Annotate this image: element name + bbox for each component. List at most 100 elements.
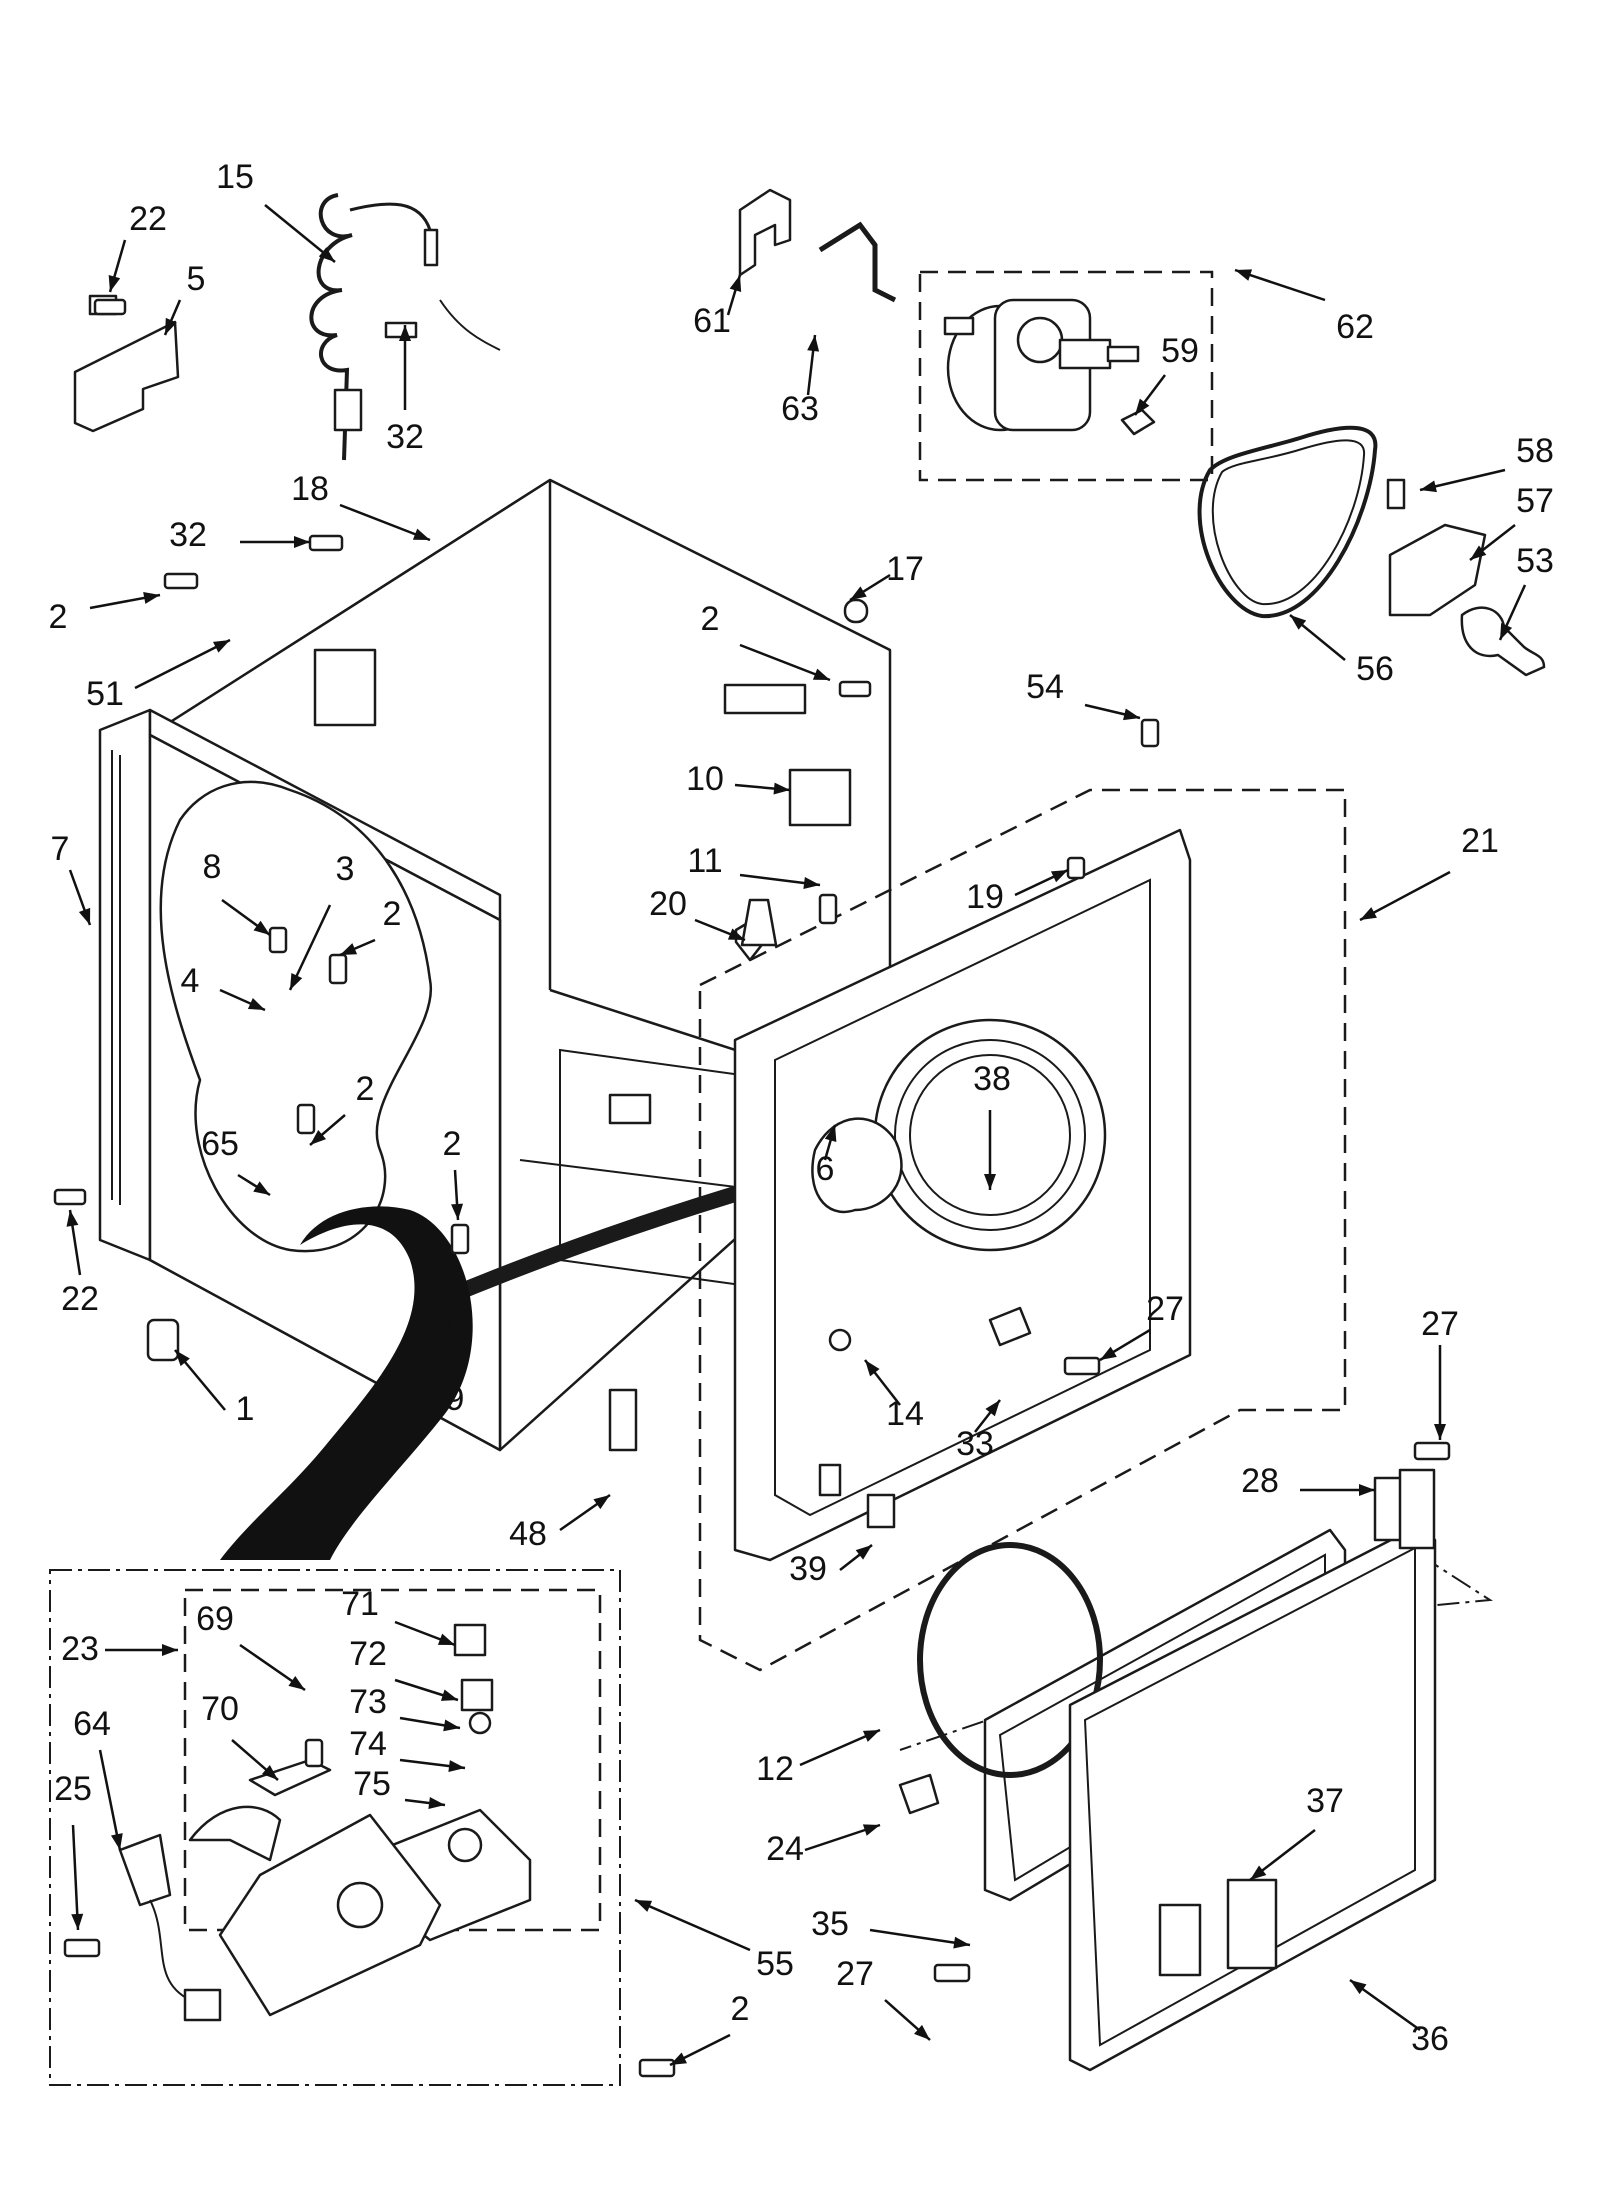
screw-hardware-group [53, 298, 1451, 2078]
callout-label-19: 19 [966, 878, 1004, 916]
leader-arrowhead-2 [143, 592, 160, 604]
callout-label-62: 62 [1336, 308, 1374, 346]
leader-arrowhead-35 [953, 1936, 970, 1949]
leader-arrowhead-69 [288, 1675, 305, 1690]
leader-arrowhead-53 [1500, 622, 1513, 640]
callout-label-32: 32 [386, 418, 424, 456]
callout-label-4: 4 [181, 962, 200, 1000]
callout-label-7: 7 [51, 830, 70, 868]
callout-label-32: 32 [169, 516, 207, 554]
leader-arrowhead-11 [803, 877, 820, 889]
callout-label-72: 72 [349, 1635, 387, 1673]
callout-label-27: 27 [1146, 1290, 1184, 1328]
callout-label-22: 22 [61, 1280, 99, 1318]
leader-arrowhead-72 [440, 1689, 458, 1701]
callout-label-5: 5 [187, 260, 206, 298]
front-panel-group [698, 788, 1347, 1672]
top-center-brackets-group [738, 188, 897, 303]
leader-arrowhead-51 [213, 640, 230, 653]
callout-label-25: 25 [54, 1770, 92, 1808]
leader-arrowhead-3 [290, 972, 303, 990]
leader-arrowhead-36 [1350, 1980, 1367, 1995]
leader-line-21 [1359, 870, 1451, 922]
callout-label-18: 18 [291, 470, 329, 508]
exhaust-duct [220, 1206, 473, 1560]
leader-arrowhead-27 [1434, 1424, 1446, 1440]
callout-label-2: 2 [701, 600, 720, 638]
leader-arrowhead-5 [165, 317, 177, 335]
callout-label-57: 57 [1516, 482, 1554, 520]
leader-arrowhead-56 [1290, 615, 1307, 630]
callout-label-28: 28 [1241, 1462, 1279, 1500]
leader-arrowhead-17 [850, 586, 867, 600]
callout-label-35: 35 [811, 1905, 849, 1943]
callout-label-59: 59 [1161, 332, 1199, 370]
leader-arrowhead-21 [1360, 907, 1377, 920]
callout-label-75: 75 [353, 1765, 391, 1803]
leader-arrowhead-73 [443, 1719, 460, 1732]
leader-arrowhead-57 [1470, 545, 1487, 560]
leader-arrowhead-32 [399, 325, 411, 341]
callout-label-1: 1 [236, 1390, 255, 1428]
callout-label-12: 12 [756, 1750, 794, 1788]
leader-arrowhead-28 [1359, 1484, 1375, 1496]
callout-label-20: 20 [649, 885, 687, 923]
callout-label-8: 8 [203, 848, 222, 886]
callout-label-61: 61 [693, 302, 731, 340]
callout-label-63: 63 [781, 390, 819, 428]
leader-arrowhead-12 [862, 1730, 880, 1742]
leader-line-51 [134, 638, 231, 690]
leader-arrowhead-25 [71, 1913, 84, 1930]
motor-assembly-group [918, 270, 1214, 482]
leader-arrowhead-27 [914, 2024, 930, 2040]
leader-arrowhead-71 [437, 1633, 455, 1645]
leader-arrowhead-59 [1135, 398, 1150, 415]
leader-arrowhead-19 [1050, 870, 1068, 883]
callout-label-69: 69 [196, 1600, 234, 1638]
callout-label-56: 56 [1356, 650, 1394, 688]
leader-line-25 [71, 1824, 80, 1931]
callout-label-36: 36 [1411, 2020, 1449, 2058]
leader-arrowhead-75 [428, 1797, 445, 1809]
leader-arrowhead-48 [593, 1495, 610, 1510]
leader-arrowhead-55 [635, 1900, 653, 1912]
leader-arrowhead-24 [862, 1824, 880, 1836]
leader-arrowhead-61 [729, 275, 742, 293]
leader-arrowhead-63 [807, 335, 820, 352]
leader-arrowhead-39 [855, 1545, 872, 1560]
leader-arrowhead-37 [1250, 1865, 1267, 1880]
leader-line-18 [339, 503, 431, 542]
callout-leaders [66, 204, 1527, 2067]
leader-arrowhead-2 [670, 2052, 687, 2065]
leader-arrowhead-15 [318, 247, 335, 262]
leader-arrowhead-23 [162, 1644, 178, 1656]
callout-label-74: 74 [349, 1725, 387, 1763]
callout-label-11: 11 [687, 842, 722, 880]
callout-label-15: 15 [216, 158, 254, 196]
leader-arrowhead-14 [865, 1360, 880, 1377]
leader-arrowhead-64 [110, 1833, 123, 1850]
callout-label-65: 65 [201, 1125, 239, 1163]
callout-label-17: 17 [886, 550, 924, 588]
leader-arrowhead-62 [1235, 269, 1253, 281]
leader-line-64 [98, 1749, 122, 1851]
leader-line-2 [739, 643, 831, 682]
callout-label-58: 58 [1516, 432, 1554, 470]
callout-label-24: 24 [766, 1830, 804, 1868]
leader-arrowhead-4 [247, 998, 265, 1010]
leader-arrowhead-2 [340, 943, 358, 955]
callout-label-23: 23 [61, 1630, 99, 1668]
callout-label-27: 27 [836, 1955, 874, 1993]
leader-arrowhead-8 [253, 920, 270, 935]
callout-label-9: 9 [446, 1380, 465, 1418]
callout-label-39: 39 [789, 1550, 827, 1588]
callout-label-10: 10 [686, 760, 724, 798]
leader-line-55 [634, 1898, 751, 1952]
callout-label-55: 55 [756, 1945, 794, 1983]
leader-arrowhead-70 [261, 1764, 278, 1780]
leader-arrowhead-65 [253, 1181, 270, 1195]
callout-label-51: 51 [86, 675, 124, 713]
callout-label-38: 38 [973, 1060, 1011, 1098]
leader-arrowhead-27 [1100, 1346, 1117, 1360]
